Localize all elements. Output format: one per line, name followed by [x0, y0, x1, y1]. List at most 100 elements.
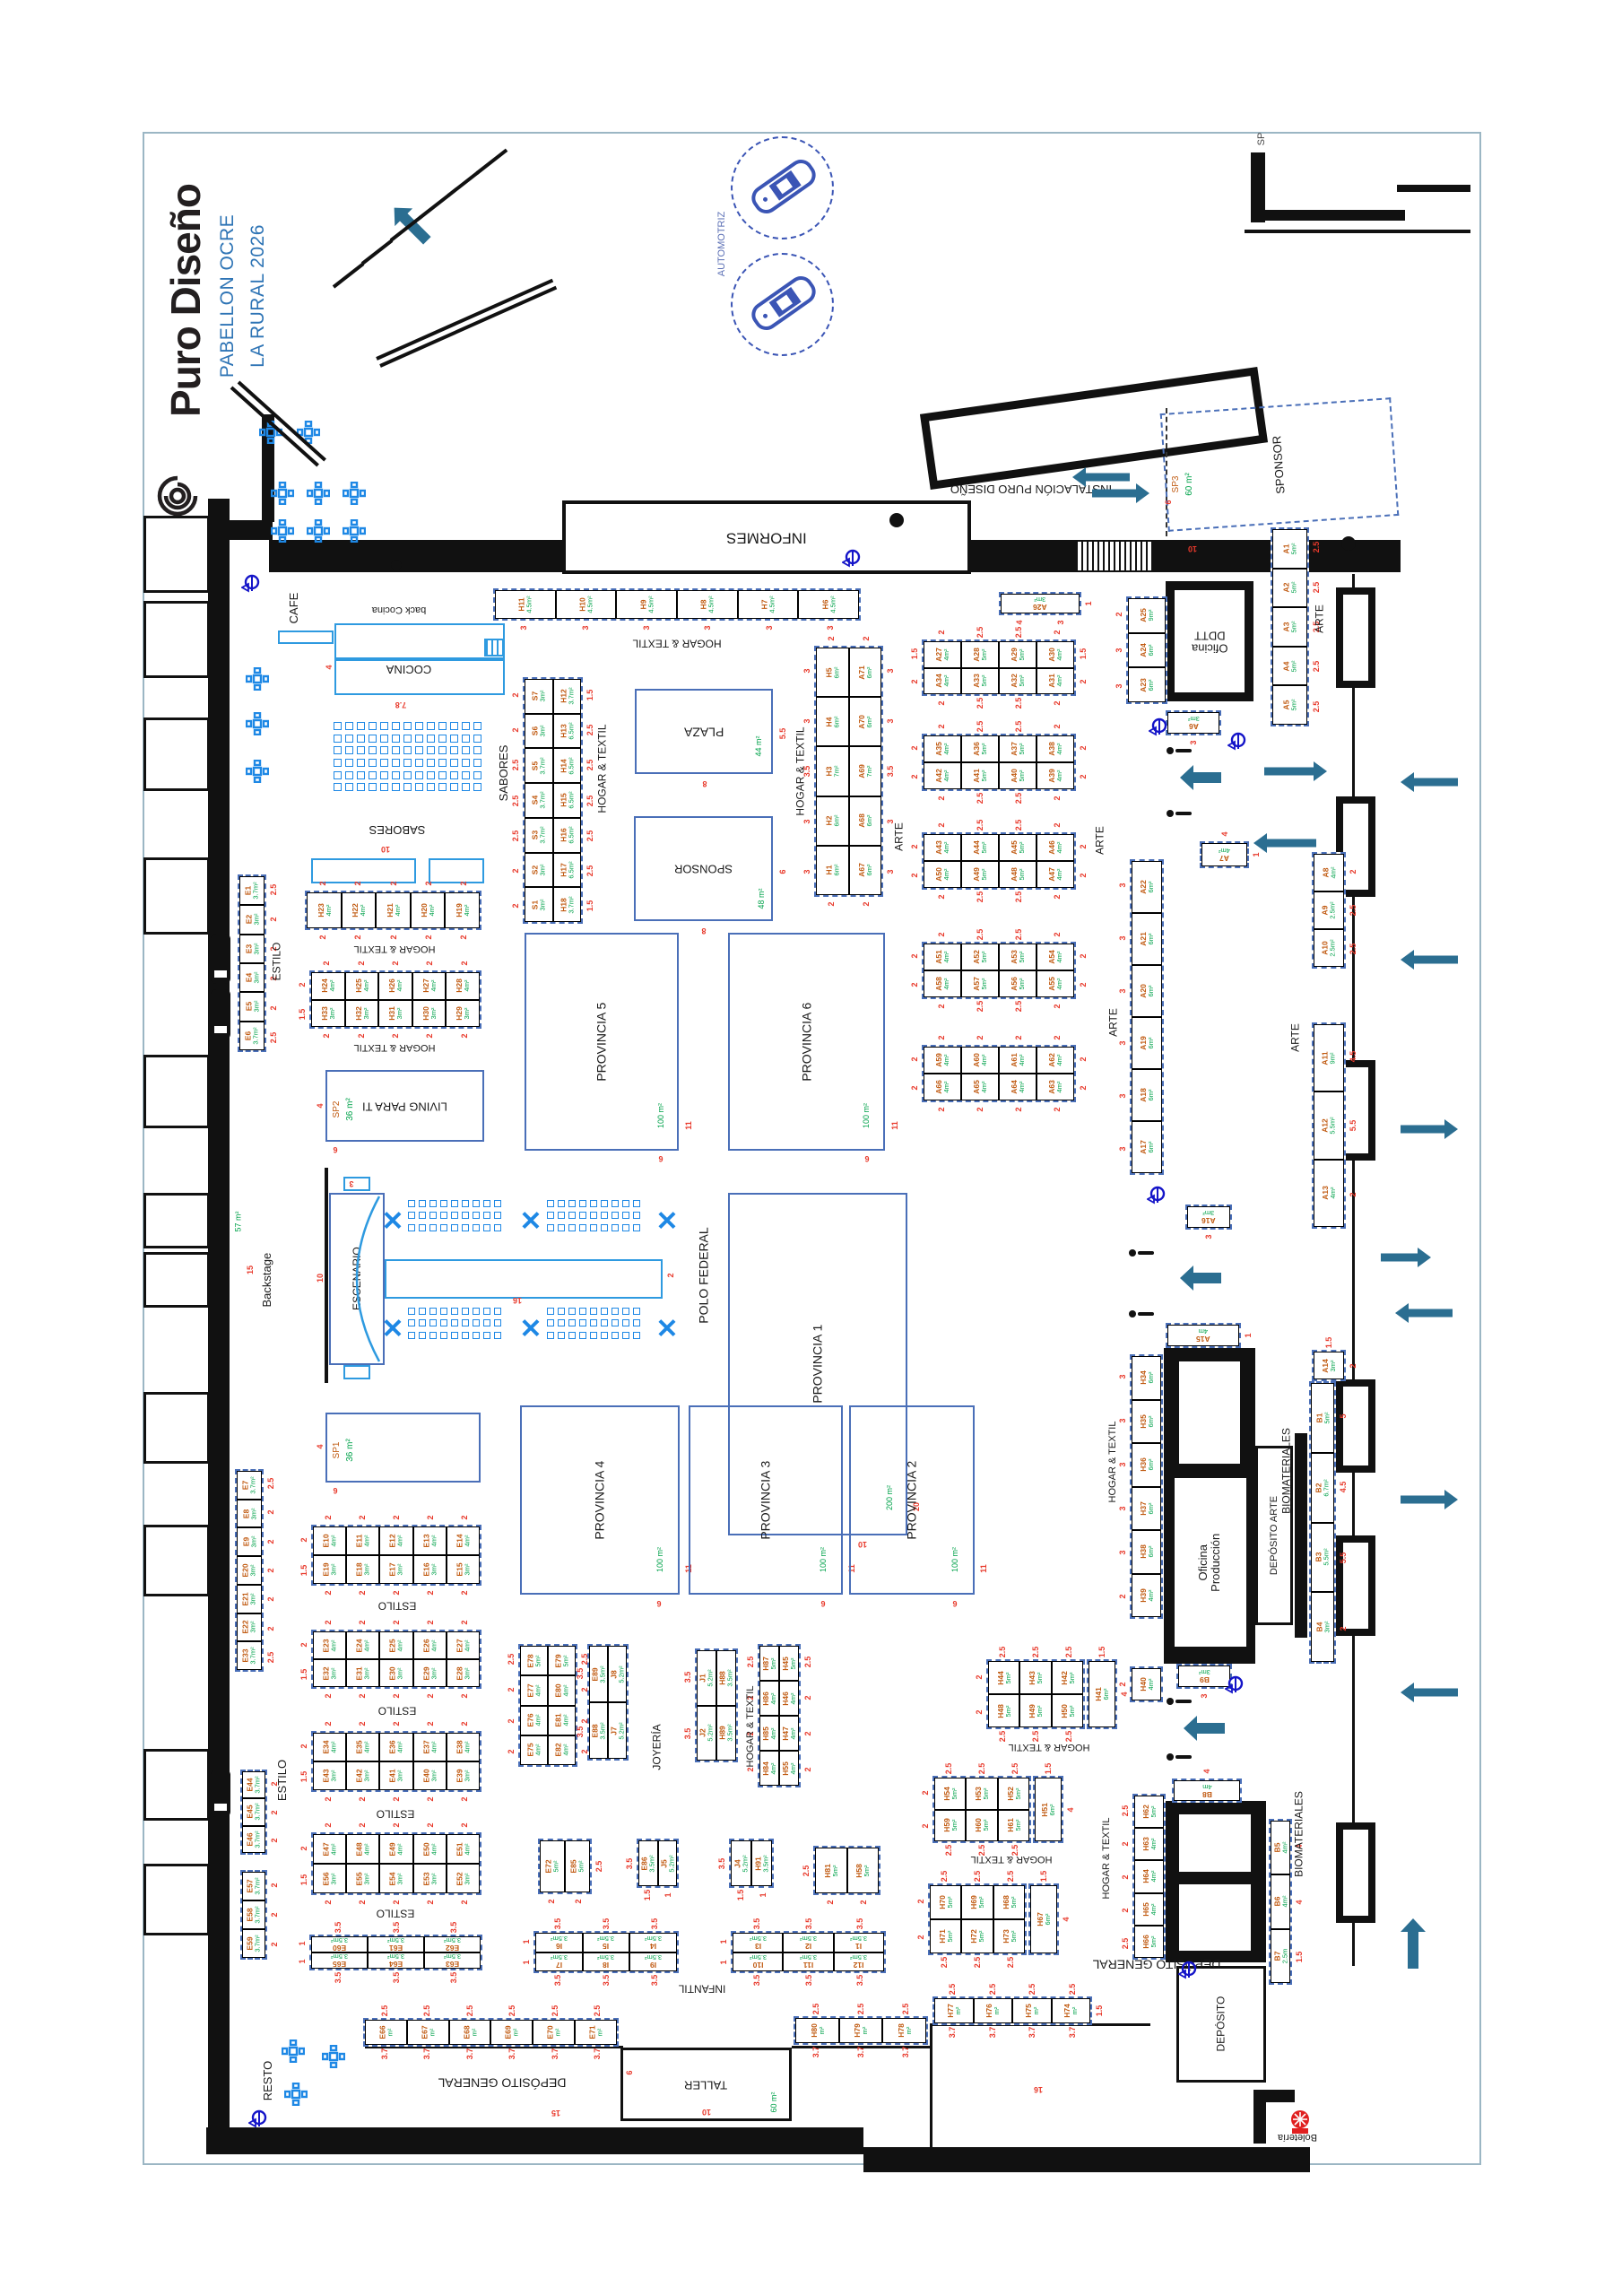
- zone-label: TALLER: [684, 2078, 728, 2092]
- dimension-label: 2: [324, 1796, 333, 1802]
- dimension-label: 5.5: [778, 727, 787, 740]
- zone-label: PLAZA: [683, 725, 724, 740]
- seat: [568, 1223, 576, 1231]
- dimension-label: 2: [910, 953, 919, 959]
- table-icon: [283, 2082, 308, 2107]
- dimension-label: 3.5: [683, 1671, 692, 1683]
- automotriz-circle: [731, 253, 834, 356]
- seat: [357, 746, 365, 755]
- dimension-label: 1: [1244, 1333, 1253, 1338]
- seat: [558, 1212, 565, 1220]
- seat: [334, 770, 342, 779]
- dimension-label: 3.7: [901, 2046, 910, 2058]
- dimension-label: 2: [388, 935, 398, 940]
- wall-segment: [792, 2046, 932, 2048]
- person-icon: [1166, 807, 1193, 820]
- side-room: [143, 857, 210, 935]
- side-room: [143, 1193, 210, 1248]
- dimension-label: 2: [460, 1822, 469, 1828]
- dimension-label: 2: [511, 692, 520, 698]
- logo-text: Puro Diseño: [161, 184, 209, 417]
- seat: [380, 783, 388, 792]
- dimension-label: 2: [266, 1626, 275, 1631]
- seat: [462, 722, 470, 730]
- dimension-label: 2: [1052, 822, 1062, 828]
- dimension-label: 2.5: [593, 2005, 603, 2017]
- dimension-label: 2: [910, 844, 919, 849]
- label-infantil: INFANTIL: [678, 1982, 726, 1996]
- speaker-stand-icon: ✕: [655, 1314, 679, 1344]
- side-room: [143, 1525, 210, 1596]
- dimension-label: 2: [426, 1515, 435, 1520]
- seat: [419, 1200, 426, 1207]
- seat: [547, 1331, 554, 1339]
- seat: [590, 1200, 597, 1207]
- seat: [473, 722, 481, 730]
- label-hogar-textil: HOGAR & TEXTIL: [595, 724, 609, 813]
- dimension-label: 3.7: [948, 2026, 958, 2039]
- seat: [622, 1200, 629, 1207]
- side-room: [143, 1864, 210, 1935]
- dimension-label: 6: [820, 1599, 826, 1608]
- seating-grid: [334, 722, 485, 792]
- dimension-label: 2.5: [422, 2005, 432, 2017]
- column-dot: [889, 513, 904, 527]
- dimension-label: 2: [391, 1033, 400, 1039]
- zone-label: DEPÓSITO ARTE: [1268, 1495, 1279, 1576]
- dimension-label: 2: [322, 961, 332, 966]
- dimension-label: 2: [459, 881, 469, 886]
- accessibility-icon: [247, 2109, 268, 2128]
- wall-segment: [206, 2127, 863, 2154]
- label-hogar-textil: HOGAR & TEXTIL: [1101, 1817, 1113, 1900]
- seat: [473, 1308, 480, 1315]
- dimension-label: 2: [358, 1900, 367, 1905]
- seat: [408, 1223, 415, 1231]
- dimension-label: 3: [1118, 1146, 1127, 1152]
- zone-deposito-arte: DEPÓSITO ARTE: [1255, 1446, 1293, 1625]
- dimension-label: 2.5: [940, 1956, 950, 1969]
- dimension-label: 2.5: [1312, 581, 1321, 593]
- person-icon: [1128, 1308, 1155, 1320]
- direction-arrow: [1401, 1489, 1458, 1510]
- seat: [334, 746, 342, 755]
